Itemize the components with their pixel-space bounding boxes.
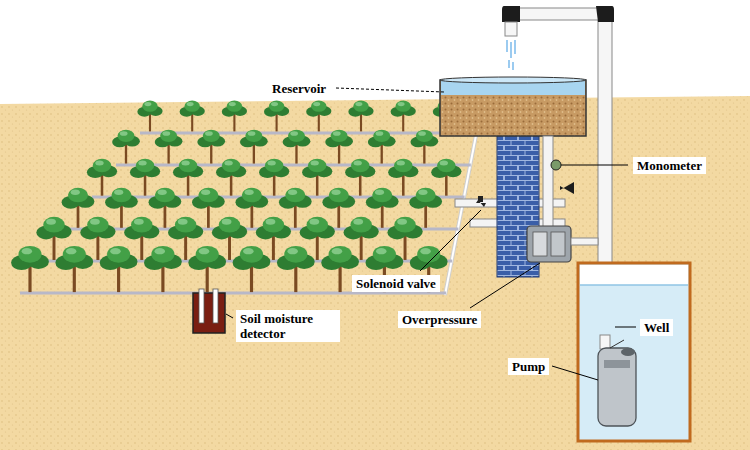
tree [279, 188, 312, 228]
pump [598, 335, 636, 426]
part-label: Monometer [633, 157, 706, 174]
tree [306, 101, 331, 132]
tree [368, 130, 396, 164]
tree [112, 130, 140, 164]
gate-valve [560, 182, 574, 194]
tree [348, 101, 373, 132]
reservoir-tank [440, 77, 586, 136]
tree [173, 159, 203, 196]
tree [180, 101, 205, 132]
tree [264, 101, 289, 132]
part-label: Overpressure [398, 311, 481, 328]
drip-line [116, 164, 471, 167]
tree [216, 159, 246, 196]
tree [233, 246, 271, 292]
tree-field [11, 101, 478, 295]
part-label: Soil moisture detector [236, 310, 340, 342]
part-label: Solenoid valve [352, 275, 440, 292]
leader-lines [226, 88, 636, 380]
tree [137, 101, 162, 132]
tank-outlet [543, 136, 574, 231]
tree [283, 130, 311, 164]
tree [55, 246, 93, 292]
overpressure-device [527, 226, 598, 262]
well [578, 263, 690, 441]
tree [130, 159, 160, 196]
tree [100, 246, 138, 292]
tree [87, 159, 117, 196]
tree [277, 246, 315, 292]
tree [388, 159, 418, 196]
part-label: Pump [508, 358, 549, 375]
tree [410, 130, 438, 164]
soil-moisture-detector [193, 289, 225, 333]
header-pipe [445, 125, 478, 295]
tree [197, 130, 225, 164]
tree [222, 101, 247, 132]
tree [431, 159, 461, 196]
tree [259, 159, 289, 196]
part-label: Reservoir [268, 80, 330, 97]
tree [144, 246, 182, 292]
tree [11, 246, 49, 292]
tree [240, 130, 268, 164]
tree [235, 188, 268, 228]
part-label: Well [640, 319, 673, 336]
tree [302, 159, 332, 196]
tree [155, 130, 183, 164]
tree [325, 130, 353, 164]
tree [391, 101, 416, 132]
drip-line [92, 196, 465, 199]
monometer-gauge [551, 160, 561, 170]
header-pipe [445, 125, 478, 295]
tree [345, 159, 375, 196]
ground [0, 96, 750, 450]
tree [188, 246, 226, 292]
